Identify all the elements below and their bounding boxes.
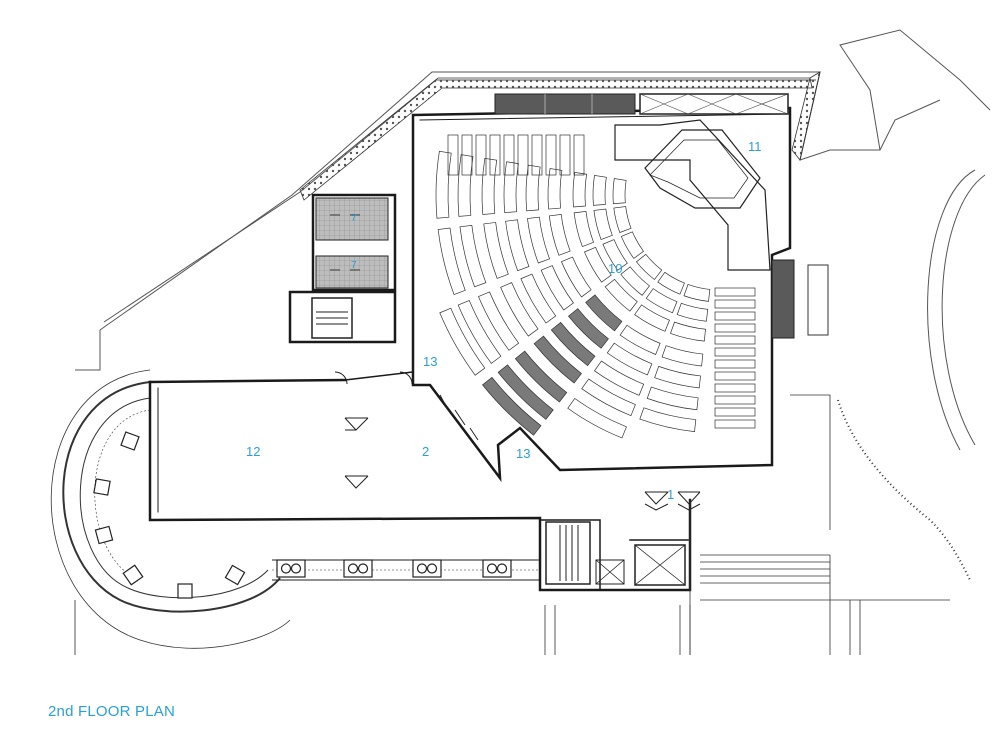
pew-block <box>661 345 704 367</box>
terrace-columns <box>93 431 246 599</box>
room-label-12: 12 <box>246 444 260 459</box>
pew-block <box>657 271 685 295</box>
pew-block <box>714 335 756 345</box>
pew-block <box>439 307 486 376</box>
pew-block <box>593 208 613 240</box>
pew-block <box>581 378 636 417</box>
pew-block <box>606 342 653 376</box>
pews <box>435 134 756 439</box>
pew-block <box>497 364 554 420</box>
pew-block <box>531 134 543 176</box>
pew-block <box>714 419 756 429</box>
planter-strip <box>299 71 821 201</box>
curved-terrace <box>50 369 291 649</box>
pew-block <box>645 288 678 314</box>
pew-block <box>585 294 623 332</box>
room-label-1: 1 <box>667 487 674 502</box>
pew-block <box>548 214 571 256</box>
pew-block <box>654 365 701 389</box>
room-labels: 10 11 12 2 13 13 1 7 7 <box>246 139 762 502</box>
pew-block <box>520 273 557 324</box>
plan-caption: 2nd FLOOR PLAN <box>48 703 176 720</box>
pew-block <box>592 175 607 206</box>
pew-block <box>639 407 697 433</box>
pew-block <box>714 371 756 381</box>
pew-block <box>714 359 756 369</box>
pew-block <box>635 253 663 281</box>
pew-block <box>457 300 502 364</box>
pew-block <box>503 134 515 176</box>
stairs <box>311 297 686 586</box>
pew-block <box>500 282 539 337</box>
pew-block <box>567 308 609 349</box>
restrooms <box>315 197 389 289</box>
pew-block <box>478 291 520 351</box>
pew-block <box>483 222 509 279</box>
pew-block <box>683 283 711 302</box>
pew-block <box>435 150 452 219</box>
pew-block <box>545 134 557 176</box>
pew-block <box>573 211 595 247</box>
room-label-13-north: 13 <box>423 354 437 369</box>
pew-block <box>619 324 661 355</box>
pew-block <box>714 323 756 333</box>
pew-block <box>533 335 582 384</box>
pew-block <box>482 376 542 436</box>
pew-block <box>613 206 632 233</box>
pew-block <box>620 266 650 296</box>
pew-block <box>481 157 498 215</box>
pew-block <box>620 231 644 259</box>
pew-block <box>584 246 612 283</box>
pew-block <box>714 395 756 405</box>
pew-block <box>503 161 519 214</box>
pew-block <box>447 134 459 176</box>
doors <box>334 371 701 511</box>
pew-block <box>505 219 530 272</box>
pew-block <box>437 227 466 296</box>
pew-block <box>514 350 568 403</box>
pew-block <box>572 171 588 208</box>
pew-block <box>676 302 709 322</box>
pew-block <box>714 287 756 297</box>
north-storage <box>494 93 829 339</box>
pew-block <box>670 321 706 342</box>
walkway-planters <box>276 559 512 578</box>
room-label-7-upper: 7 <box>351 213 357 224</box>
pew-block <box>567 397 627 439</box>
building-walls <box>148 106 792 592</box>
room-label-2: 2 <box>422 444 429 459</box>
pew-block <box>540 265 574 311</box>
pew-block <box>714 347 756 357</box>
pew-block <box>559 134 571 176</box>
pew-block <box>547 168 563 210</box>
pew-block <box>459 224 487 288</box>
pew-block <box>634 304 670 332</box>
room-label-11: 11 <box>748 139 762 154</box>
pew-block <box>646 386 699 411</box>
pew-block <box>550 321 596 367</box>
pew-block <box>560 256 592 298</box>
pew-block <box>461 134 473 176</box>
room-label-7-lower: 7 <box>351 260 357 271</box>
chancel-stage <box>614 119 771 271</box>
pew-block <box>714 407 756 417</box>
pew-block <box>604 278 638 312</box>
pew-block <box>475 134 487 176</box>
pew-block <box>594 360 645 396</box>
room-label-13-south: 13 <box>516 446 530 461</box>
pew-block <box>489 134 501 176</box>
pew-block <box>602 239 628 271</box>
pew-block <box>457 154 474 217</box>
room-label-10: 10 <box>608 261 622 276</box>
pew-block <box>714 383 756 393</box>
site-boundary <box>74 29 991 655</box>
pew-block <box>714 299 756 309</box>
pew-block <box>517 134 529 176</box>
pew-block <box>714 311 756 321</box>
pew-block <box>612 178 627 205</box>
pew-block <box>527 216 550 264</box>
pew-block <box>573 134 585 176</box>
east-terrace <box>544 394 971 655</box>
